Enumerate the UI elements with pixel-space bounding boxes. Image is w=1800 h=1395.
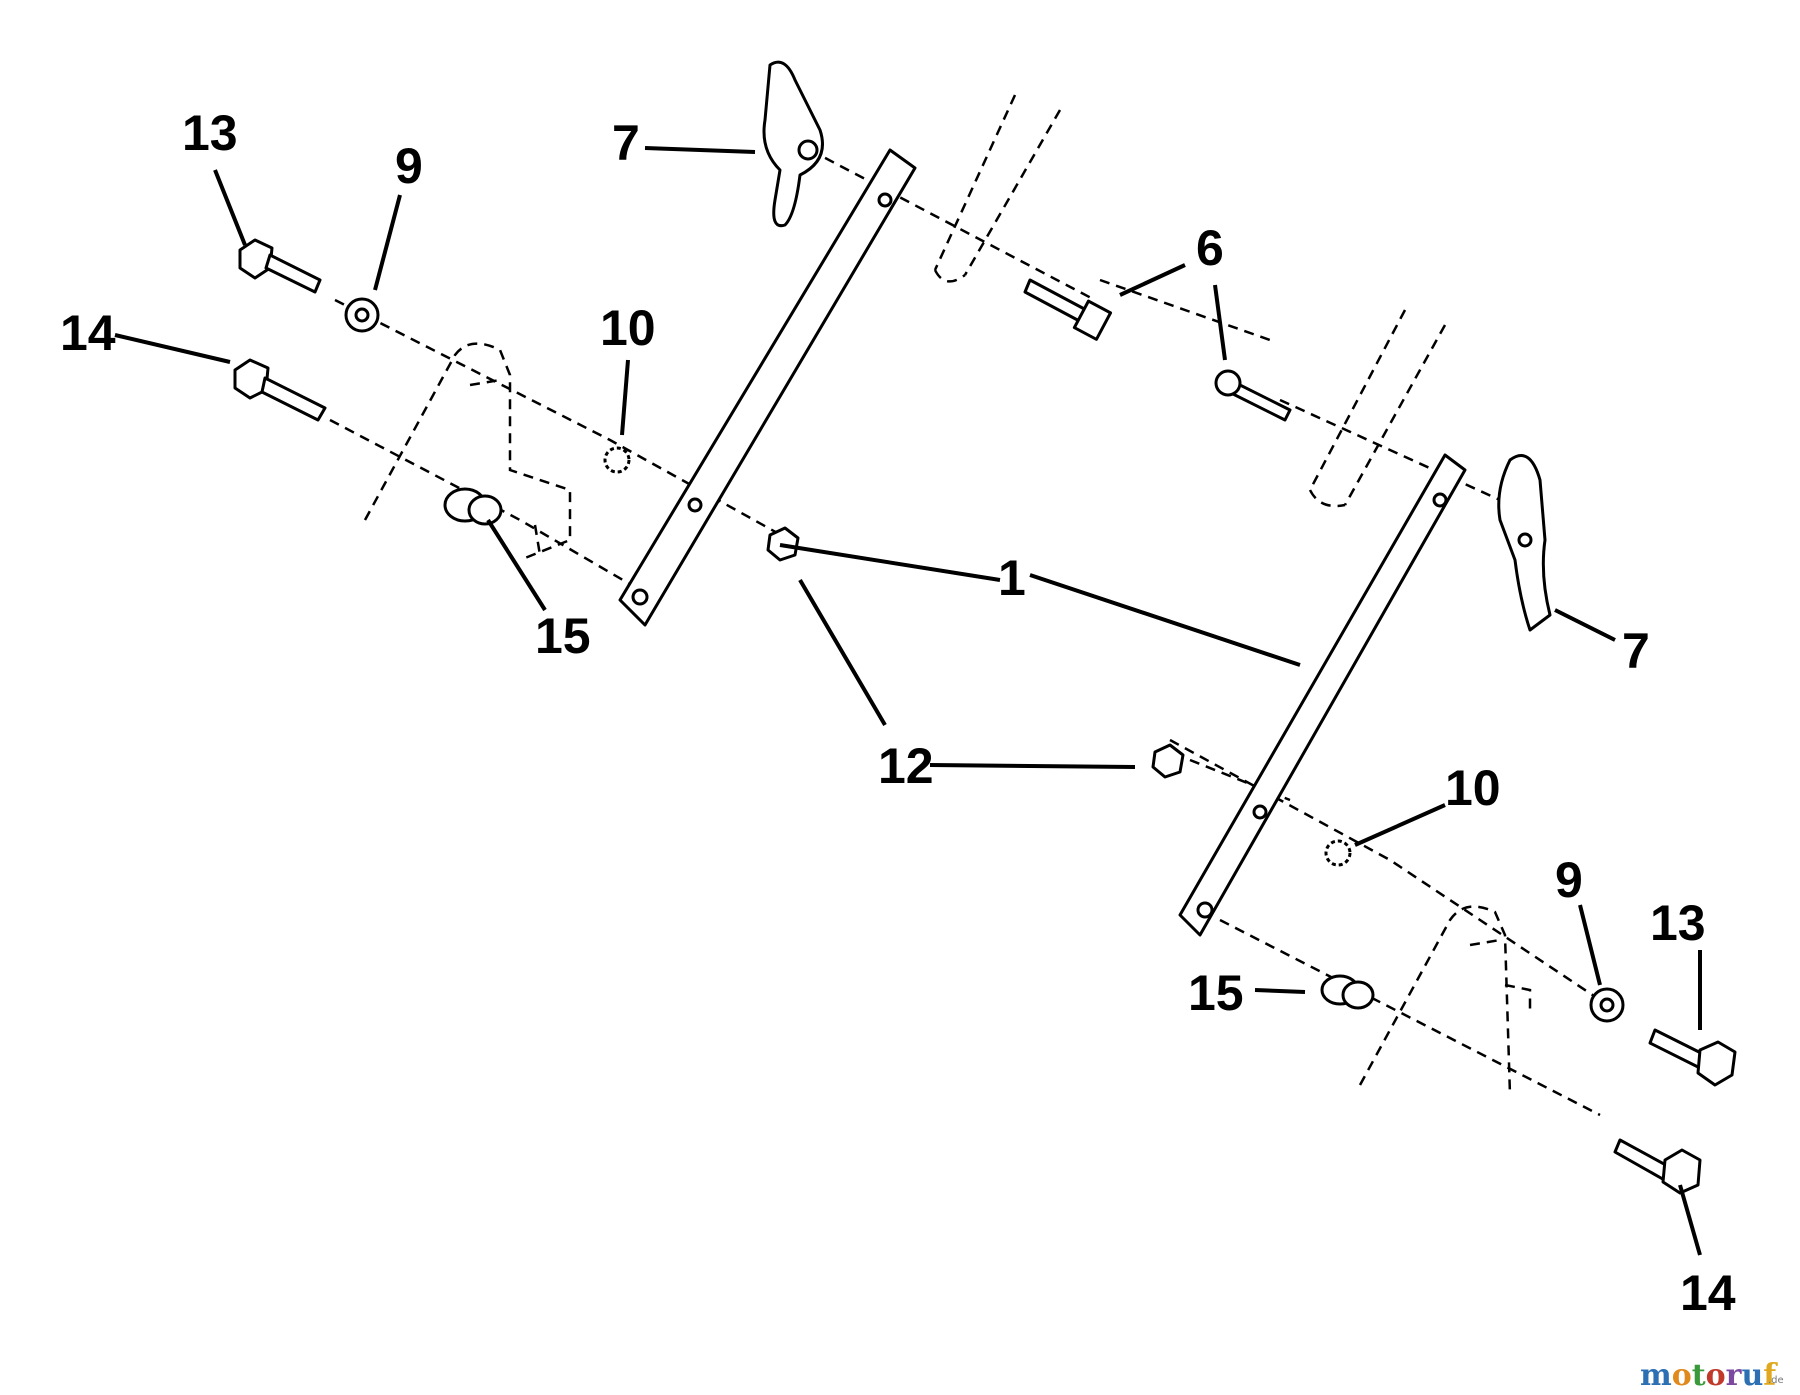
watermark-letter: f <box>1763 1358 1778 1393</box>
callout-13-left: 13 <box>182 105 238 161</box>
bolt-13-right <box>1648 1028 1737 1087</box>
callout-15-right: 15 <box>1188 965 1244 1021</box>
star-washer-10-right <box>1324 839 1352 867</box>
nut-12-right <box>1151 743 1185 779</box>
callout-13-right: 13 <box>1650 895 1706 951</box>
callout-14-right: 14 <box>1680 1265 1736 1321</box>
watermark-letter: m <box>1640 1358 1672 1393</box>
callout-6: 6 <box>1196 220 1224 276</box>
washer-9-left-hole <box>354 307 370 323</box>
handle-tube-upper-left <box>933 94 1062 283</box>
bolt-14-left <box>233 358 327 422</box>
callout-10-left: 10 <box>600 300 656 356</box>
bracket-right <box>1358 905 1532 1096</box>
svg-text:motoruf: motoruf <box>1640 1358 1778 1393</box>
bolt-6-upper <box>1023 278 1113 341</box>
watermark-letter: t <box>1692 1358 1706 1393</box>
watermark-suffix: .de <box>1768 1375 1784 1386</box>
bolt-13-left <box>238 238 322 294</box>
washer-9-right-hole <box>1599 997 1615 1013</box>
callout-7-top: 7 <box>612 115 640 171</box>
callout-7-right: 7 <box>1622 623 1650 679</box>
bracket-left <box>363 342 572 562</box>
callout-15-left: 15 <box>535 608 591 664</box>
watermark-logo: motoruf .de <box>1640 1358 1784 1393</box>
watermark-letter: o <box>1706 1358 1726 1393</box>
cam-lever-right <box>1497 454 1552 632</box>
watermark-letter: u <box>1741 1358 1763 1393</box>
callout-12: 12 <box>878 738 934 794</box>
bolt-6-lower <box>1214 369 1292 422</box>
callout-10-right: 10 <box>1445 760 1501 816</box>
link-bar-left <box>618 148 917 627</box>
assembly-lines <box>329 148 1601 1117</box>
callout-1: 1 <box>998 550 1026 606</box>
link-bar-right <box>1178 453 1467 937</box>
cam-lever-top <box>762 60 824 228</box>
star-washer-10-left <box>603 446 631 474</box>
bushing-15-right <box>1320 974 1375 1010</box>
handle-tube-upper-right <box>1308 309 1447 508</box>
leader-lines <box>114 146 1702 1256</box>
watermark-letter: r <box>1726 1358 1743 1393</box>
callout-9-right: 9 <box>1555 852 1583 908</box>
bolt-14-right <box>1613 1138 1702 1195</box>
watermark-letter: o <box>1672 1358 1692 1393</box>
bushing-15-left <box>443 487 503 526</box>
callout-14-left: 14 <box>60 305 116 361</box>
callout-9-left: 9 <box>395 138 423 194</box>
